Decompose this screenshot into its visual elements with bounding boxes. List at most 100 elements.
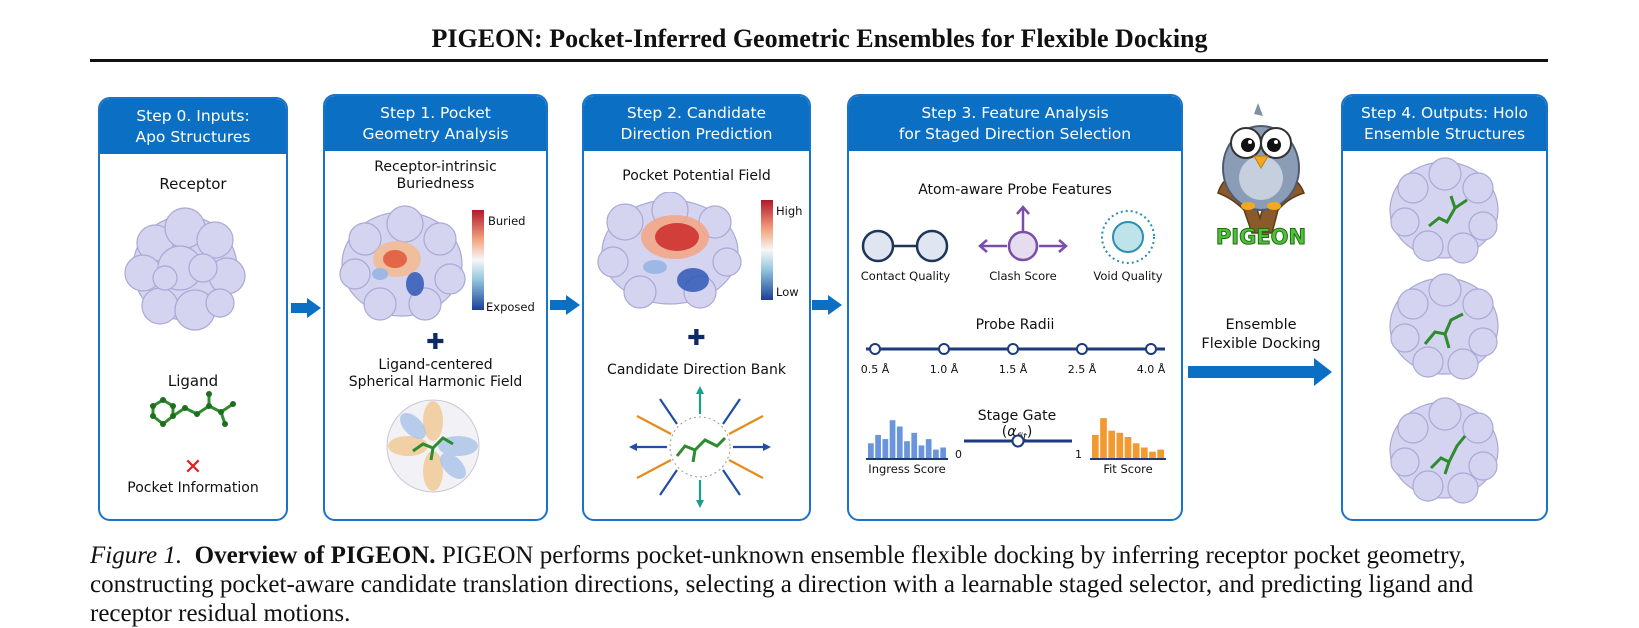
clash-score-icon xyxy=(978,205,1068,262)
gate-max-label: 1 xyxy=(1075,448,1082,461)
contact-quality-label: Contact Quality xyxy=(860,269,951,283)
step0-header: Step 0. Inputs: Apo Structures xyxy=(100,99,286,154)
radius-tick-0: 0.5 Å xyxy=(860,363,890,376)
ingress-bar-7 xyxy=(918,445,925,458)
direction-bank-title: Candidate Direction Bank xyxy=(607,362,786,378)
fit-bar-0 xyxy=(1092,434,1099,458)
step3-header-line2: for Staged Direction Selection xyxy=(898,125,1132,143)
ligand-label: Ligand xyxy=(167,372,219,390)
caption-bold-title: Overview of PIGEON. xyxy=(194,542,436,569)
ensemble-label-line1: Ensemble xyxy=(1225,317,1297,333)
ingress-bar-2 xyxy=(882,439,889,458)
ensemble-label-line2: Flexible Docking xyxy=(1201,336,1321,352)
ingress-score-label: Ingress Score xyxy=(868,462,946,476)
probe-radii-axis xyxy=(866,343,1165,355)
ligand-molecule-image xyxy=(150,391,236,427)
void-quality-label: Void Quality xyxy=(1093,269,1163,283)
pigeon-logo-text: PIGEON xyxy=(1216,225,1306,249)
step2-header-line2: Direction Prediction xyxy=(620,125,773,143)
fit-bar-2 xyxy=(1108,430,1115,458)
exposed-scale-label: Exposed xyxy=(486,300,535,314)
buriedness-title-line1: Receptor-intrinsic xyxy=(374,159,497,175)
ingress-bar-4 xyxy=(896,426,903,458)
ingress-bar-6 xyxy=(911,432,918,458)
high-scale-label: High xyxy=(776,204,803,218)
cross-icon: ✕ xyxy=(183,455,203,480)
plus-icon: ✚ xyxy=(426,330,445,355)
step4-header-line1: Step 4. Outputs: Holo xyxy=(1361,104,1528,122)
buriedness-surface-image xyxy=(339,205,466,321)
sh-title-line2: Spherical Harmonic Field xyxy=(348,374,523,390)
fit-bar-6 xyxy=(1141,447,1148,458)
step1-header-line2: Geometry Analysis xyxy=(362,125,509,143)
buried-scale-label: Buried xyxy=(488,214,526,228)
step3-header-line1: Step 3. Feature Analysis xyxy=(921,104,1109,122)
step0-panel: Step 0. Inputs: Apo Structures xyxy=(98,97,288,521)
ingress-bar-3 xyxy=(889,420,896,458)
stage-gate-text: Stage Gate xyxy=(977,408,1057,424)
low-scale-label: Low xyxy=(776,285,799,299)
fit-bar-1 xyxy=(1100,418,1107,458)
sh-title-line1: Ligand-centered xyxy=(378,357,493,373)
fit-bar-5 xyxy=(1132,443,1140,458)
stage-gate-symbol: α xyxy=(1007,424,1017,440)
ingress-bar-9 xyxy=(933,449,939,458)
figure-title: PIGEON: Pocket-Inferred Geometric Ensemb… xyxy=(431,24,1208,53)
pigeon-mascot-logo: PIGEON xyxy=(1215,103,1307,250)
figure-caption: Figure 1. Overview of PIGEON. PIGEON per… xyxy=(90,541,1560,628)
holo-structure-1 xyxy=(1389,157,1499,264)
ingress-bar-8 xyxy=(925,439,932,458)
radius-tick-2: 1.5 Å xyxy=(998,363,1028,376)
potential-field-title: Pocket Potential Field xyxy=(622,168,771,184)
radius-tick-1: 1.0 Å xyxy=(929,363,959,376)
buriedness-colorbar xyxy=(472,210,484,310)
flow-arrow-1-2 xyxy=(550,295,580,315)
radius-tick-4: 4.0 Å xyxy=(1136,363,1166,376)
step1-header-line1: Step 1. Pocket xyxy=(380,104,491,122)
probe-radii-title: Probe Radii xyxy=(975,317,1055,333)
receptor-surface-image xyxy=(124,207,246,331)
direction-bank-image xyxy=(629,386,771,508)
step3-header: Step 3. Feature Analysis for Staged Direc… xyxy=(849,96,1181,151)
fit-bar-3 xyxy=(1116,432,1124,458)
probe-features-title: Atom-aware Probe Features xyxy=(918,182,1112,198)
fit-bar-8 xyxy=(1157,449,1164,458)
gate-min-label: 0 xyxy=(955,448,962,461)
flow-arrow-2-3 xyxy=(812,295,842,315)
title-rule xyxy=(90,59,1548,62)
potential-field-image xyxy=(597,192,742,309)
receptor-label: Receptor xyxy=(159,175,227,193)
step0-header-line2: Apo Structures xyxy=(135,128,251,146)
holo-structure-2 xyxy=(1389,273,1499,380)
fit-score-label: Fit Score xyxy=(1103,462,1153,476)
step0-header-line1: Step 0. Inputs: xyxy=(136,107,250,125)
holo-structure-3 xyxy=(1389,397,1499,504)
plus-icon-2: ✚ xyxy=(687,326,706,351)
fit-bar-7 xyxy=(1149,451,1156,458)
clash-score-label: Clash Score xyxy=(989,269,1057,283)
void-quality-icon xyxy=(1101,210,1155,264)
contact-quality-icon xyxy=(861,229,949,263)
potential-field-colorbar xyxy=(761,200,773,300)
ingress-bar-0 xyxy=(868,443,874,458)
spherical-harmonic-image xyxy=(386,399,480,493)
fit-score-histogram xyxy=(1090,418,1166,460)
step4-header-line2: Ensemble Structures xyxy=(1363,125,1526,143)
caption-figure-number: Figure 1. xyxy=(90,542,183,569)
ingress-score-histogram xyxy=(866,420,948,460)
pocket-info-label: Pocket Information xyxy=(127,480,259,496)
stage-gate-slider xyxy=(964,434,1072,448)
step2-header-line1: Step 2. Candidate xyxy=(626,104,767,122)
ensemble-docking-arrow xyxy=(1188,358,1332,386)
flow-arrow-0-1 xyxy=(291,298,321,318)
ingress-bar-5 xyxy=(904,441,910,458)
fit-bar-4 xyxy=(1124,437,1132,458)
radius-tick-3: 2.5 Å xyxy=(1067,363,1097,376)
ingress-bar-1 xyxy=(875,434,881,458)
